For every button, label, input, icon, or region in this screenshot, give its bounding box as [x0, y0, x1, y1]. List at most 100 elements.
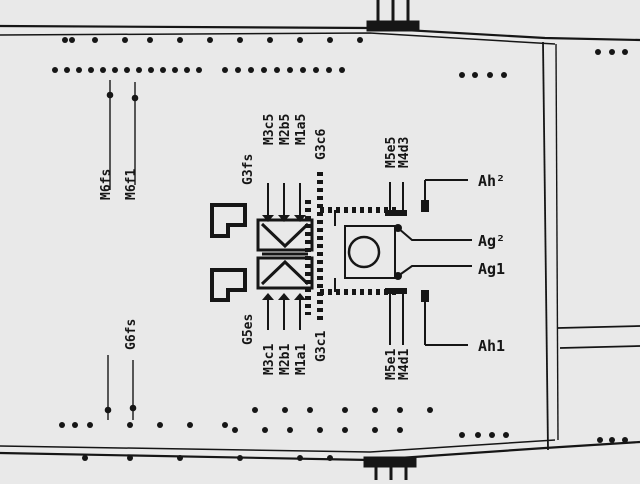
label-ag2: Ag²: [478, 232, 505, 250]
solder-pad: [235, 67, 241, 73]
label-m5e1: M5e1: [384, 349, 399, 380]
solder-pad: [64, 67, 70, 73]
solder-pad: [222, 67, 228, 73]
label-m1a5: M1a5: [294, 114, 309, 145]
solder-pad: [187, 422, 193, 428]
solder-pad: [237, 455, 243, 461]
solder-pad: [287, 427, 293, 433]
solder-pad: [177, 455, 183, 461]
label-m6fs: M6fs: [99, 169, 114, 200]
label-g5es: G5es: [241, 314, 256, 345]
label-m4d3: M4d3: [397, 137, 412, 168]
solder-pad: [76, 67, 82, 73]
solder-pad: [297, 37, 303, 43]
label-m2b5: M2b5: [278, 114, 293, 145]
solder-pad: [147, 37, 153, 43]
solder-pad: [317, 427, 323, 433]
solder-pad: [313, 67, 319, 73]
solder-pad: [501, 72, 507, 78]
connector-bottom: [363, 456, 417, 480]
label-m5e5: M5e5: [384, 137, 399, 168]
solder-pad: [475, 432, 481, 438]
solder-pad: [124, 67, 130, 73]
solder-pads: [52, 37, 628, 461]
left-contacts: [104, 80, 139, 420]
solder-pad: [622, 437, 628, 443]
solder-pad: [357, 37, 363, 43]
solder-pad: [287, 67, 293, 73]
solder-pad: [92, 37, 98, 43]
solder-pad: [397, 427, 403, 433]
solder-pad: [459, 432, 465, 438]
solder-pad: [136, 67, 142, 73]
solder-pad: [59, 422, 65, 428]
solder-pad: [595, 49, 601, 55]
solder-pad: [372, 427, 378, 433]
label-m4d1: M4d1: [397, 349, 412, 380]
solder-pad: [252, 407, 258, 413]
label-ah2: Ah²: [478, 172, 505, 190]
solder-pad: [342, 407, 348, 413]
solder-pad: [342, 427, 348, 433]
solder-pad: [248, 67, 254, 73]
solder-pad: [397, 407, 403, 413]
solder-pad: [339, 67, 345, 73]
solder-pad: [52, 67, 58, 73]
solder-pad: [72, 422, 78, 428]
switch-block: [210, 172, 472, 346]
label-g3c6: G3c6: [314, 129, 329, 160]
diagram-labels: M6fs M6f1 G6fs G3fs G5es M3c5 M2b5 M1a5 …: [99, 114, 505, 380]
solder-pad: [112, 67, 118, 73]
solder-pad: [472, 72, 478, 78]
solder-pad: [69, 37, 75, 43]
solder-pad: [82, 455, 88, 461]
solder-pad: [184, 67, 190, 73]
board-outline: [0, 24, 640, 462]
label-m1a1: M1a1: [294, 344, 309, 375]
solder-pad: [487, 72, 493, 78]
label-ah1: Ah1: [478, 337, 505, 355]
solder-pad: [459, 72, 465, 78]
solder-pad: [196, 67, 202, 73]
label-m2b1: M2b1: [278, 344, 293, 375]
solder-pad: [300, 67, 306, 73]
solder-pad: [489, 432, 495, 438]
solder-pad: [427, 407, 433, 413]
solder-pad: [326, 67, 332, 73]
solder-pad: [503, 432, 509, 438]
solder-pad: [609, 437, 615, 443]
solder-pad: [372, 407, 378, 413]
solder-pad: [88, 67, 94, 73]
label-ag1: Ag1: [478, 260, 505, 278]
label-g6fs: G6fs: [124, 319, 139, 350]
solder-pad: [157, 422, 163, 428]
solder-pad: [282, 407, 288, 413]
solder-pad: [222, 422, 228, 428]
solder-pad: [100, 67, 106, 73]
solder-pad: [609, 49, 615, 55]
solder-pad: [127, 422, 133, 428]
solder-pad: [127, 455, 133, 461]
solder-pad: [207, 37, 213, 43]
solder-pad: [267, 37, 273, 43]
label-m3c5: M3c5: [262, 114, 277, 145]
label-m3c1: M3c1: [262, 344, 277, 375]
solder-pad: [262, 427, 268, 433]
solder-pad: [327, 455, 333, 461]
solder-pad: [122, 37, 128, 43]
label-g3c1: G3c1: [314, 331, 329, 362]
solder-pad: [327, 37, 333, 43]
solder-pad: [232, 427, 238, 433]
solder-pad: [177, 37, 183, 43]
solder-pad: [274, 67, 280, 73]
solder-pad: [622, 49, 628, 55]
solder-pad: [307, 407, 313, 413]
solder-pad: [237, 37, 243, 43]
connector-top: [366, 0, 420, 32]
solder-pad: [261, 67, 267, 73]
solder-pad: [62, 37, 68, 43]
solder-pad: [148, 67, 154, 73]
solder-pad: [597, 437, 603, 443]
